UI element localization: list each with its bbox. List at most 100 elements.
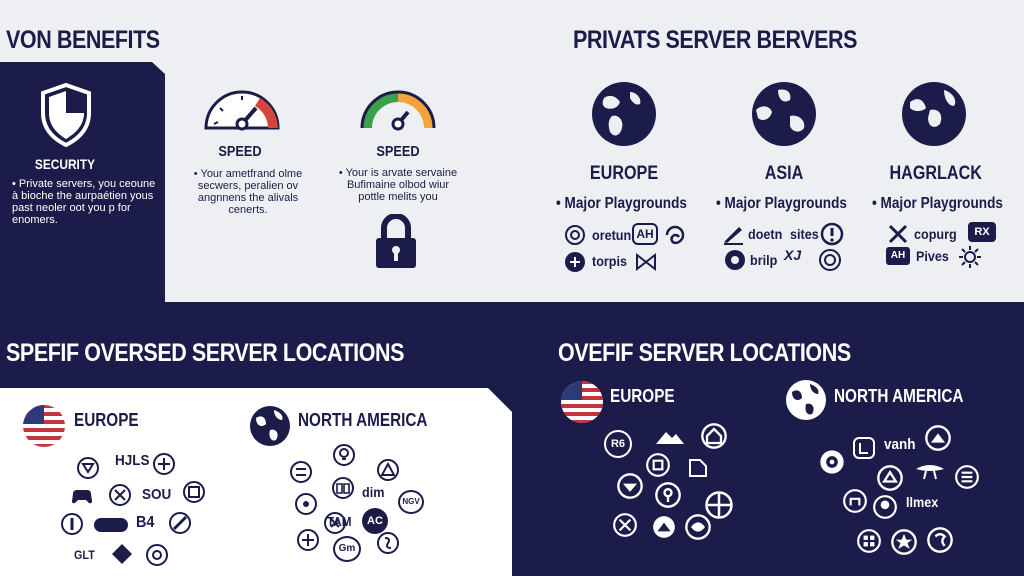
speedometer-icon: [202, 86, 282, 132]
asia-item-1: doetn: [748, 226, 783, 242]
gamepad-icon: [70, 484, 94, 508]
br-na-text-2: llmex: [906, 494, 939, 510]
europe-item-2: torpis: [592, 253, 628, 269]
br-eu-icon-1: [645, 452, 671, 478]
globe-europe-icon: [590, 80, 658, 148]
br-eu-icon-7: [684, 513, 712, 541]
bl-eu-text-2: SOU: [142, 486, 172, 503]
spiral-icon: [818, 248, 842, 272]
crosshair-icon: [704, 490, 734, 520]
speed-label-1: SPEED: [218, 143, 262, 160]
bl-globe-icon: [248, 404, 292, 448]
asia-item-2: sites: [790, 226, 819, 242]
asia-item-3: brilp: [750, 252, 778, 268]
bl-eu-text-4: GLT: [74, 548, 95, 562]
bl-eu-text-3: B4: [136, 514, 155, 531]
hagrlack-badge-ah: AH: [886, 247, 910, 265]
br-globe-icon: [784, 378, 828, 422]
br-us-flag-icon: [560, 380, 604, 424]
mountain-icon: [654, 424, 686, 448]
bl-na-icon-5: [376, 531, 400, 555]
br-eu-badge-r6: R6: [604, 430, 632, 458]
speed-text-1: • Your ametfrand olme secwers, peralien …: [193, 168, 303, 216]
pen-icon: [721, 222, 745, 246]
top-panel: [0, 0, 1024, 302]
bl-north-america-label: NORTH AMERICA: [298, 410, 428, 430]
br-europe-label: EUROPE: [610, 386, 675, 406]
overview-locations-title: OVEFIF SERVER LOCATIONS: [558, 339, 851, 367]
br-na-icon-8: [856, 528, 882, 554]
br-na-icon-6: [842, 488, 868, 514]
asia-badge-text: XJ: [784, 247, 802, 263]
triangle-icon: [376, 458, 400, 482]
br-na-icon-7: [872, 494, 898, 520]
speed-text-2: • Your is arvate servaine Bufimaine olbo…: [338, 167, 458, 203]
br-na-icon-5: [954, 464, 980, 490]
br-na-icon-9: [926, 526, 954, 554]
shield-icon: [40, 82, 92, 148]
bl-na-badge-ngv: NGV: [398, 490, 424, 514]
globe-asia-icon: [750, 80, 818, 148]
bl-eu-icon-2: [152, 452, 176, 476]
bl-eu-icon-1: [76, 456, 100, 480]
bl-na-badge-gm: Gm: [333, 536, 361, 562]
lock-icon: [374, 213, 418, 270]
br-na-icon-4: [876, 464, 904, 492]
br-eu-icon-4: [654, 481, 682, 509]
hagrlack-badge-text: RX: [974, 226, 990, 238]
bl-na-icon-3: [323, 511, 347, 535]
hagrlack-item-2: Pives: [916, 248, 949, 264]
bl-na-icon-1: [289, 460, 313, 484]
bow-icon: [634, 250, 658, 274]
star-icon: [890, 528, 918, 556]
br-eu-icon-3: [616, 472, 644, 500]
bl-eu-icon-3: [108, 483, 132, 507]
br-north-america-label: NORTH AMERICA: [834, 386, 964, 406]
region-europe-bullet: • Major Playgrounds: [556, 195, 687, 212]
benefits-title: VON BENEFITS: [6, 26, 160, 54]
security-card: [0, 62, 165, 302]
br-eu-icon-5: [612, 512, 638, 538]
bl-na-badge-gm-text: Gm: [338, 543, 356, 554]
specific-locations-title: SPEFIF OVERSED SERVER LOCATIONS: [6, 339, 405, 367]
alert-icon: [820, 222, 844, 246]
bl-eu-icon-6: [110, 542, 134, 566]
br-na-icon-2: [924, 424, 952, 452]
br-na-icon-1: [852, 436, 876, 460]
swirl-icon: [663, 223, 687, 247]
br-na-icon-3: [818, 448, 846, 476]
bl-eu-text-1: HJLS: [115, 452, 150, 469]
hagrlack-badge-ah-text: AH: [890, 250, 906, 261]
slash-icon: [168, 511, 192, 535]
region-europe-label: EUROPE: [589, 163, 659, 184]
bl-na-icon-4: [296, 528, 320, 552]
europe-item-1: oretun: [592, 227, 632, 243]
br-eu-icon-2: [686, 456, 710, 480]
flower-icon: [563, 223, 587, 247]
security-label: SECURITY: [34, 156, 96, 172]
bl-na-badge-ac-text: AC: [367, 515, 383, 527]
bl-na-icon-2: [294, 492, 318, 516]
bl-na-badge-text: NGV: [402, 497, 420, 506]
game-icon: [723, 248, 747, 272]
us-flag-icon: [22, 404, 66, 448]
bl-eu-icon-7: [145, 543, 169, 567]
bl-eu-badge: [94, 518, 128, 532]
bl-na-text-2: TAM: [327, 514, 352, 529]
home-icon: [700, 422, 728, 450]
bl-eu-icon-4: [182, 480, 206, 504]
region-asia-label: ASIA: [764, 163, 804, 184]
region-hagrlack-bullet: • Major Playgrounds: [872, 195, 1003, 212]
europe-badge-text: AH: [636, 227, 654, 241]
crossed-swords-icon: [886, 222, 910, 246]
bl-europe-label: EUROPE: [74, 410, 139, 430]
private-servers-title: PRIVATS SERVER BERVERS: [573, 26, 858, 54]
br-na-text-1: vanh: [884, 436, 916, 453]
pad-icon: [563, 250, 587, 274]
speedometer-color-icon: [358, 86, 438, 132]
hagrlack-badge-rx: RX: [968, 222, 996, 242]
region-asia-bullet: • Major Playgrounds: [716, 195, 847, 212]
speed-label-2: SPEED: [376, 143, 420, 160]
br-eu-badge-text: R6: [610, 438, 626, 450]
globe-hagrlack-icon: [900, 80, 968, 148]
